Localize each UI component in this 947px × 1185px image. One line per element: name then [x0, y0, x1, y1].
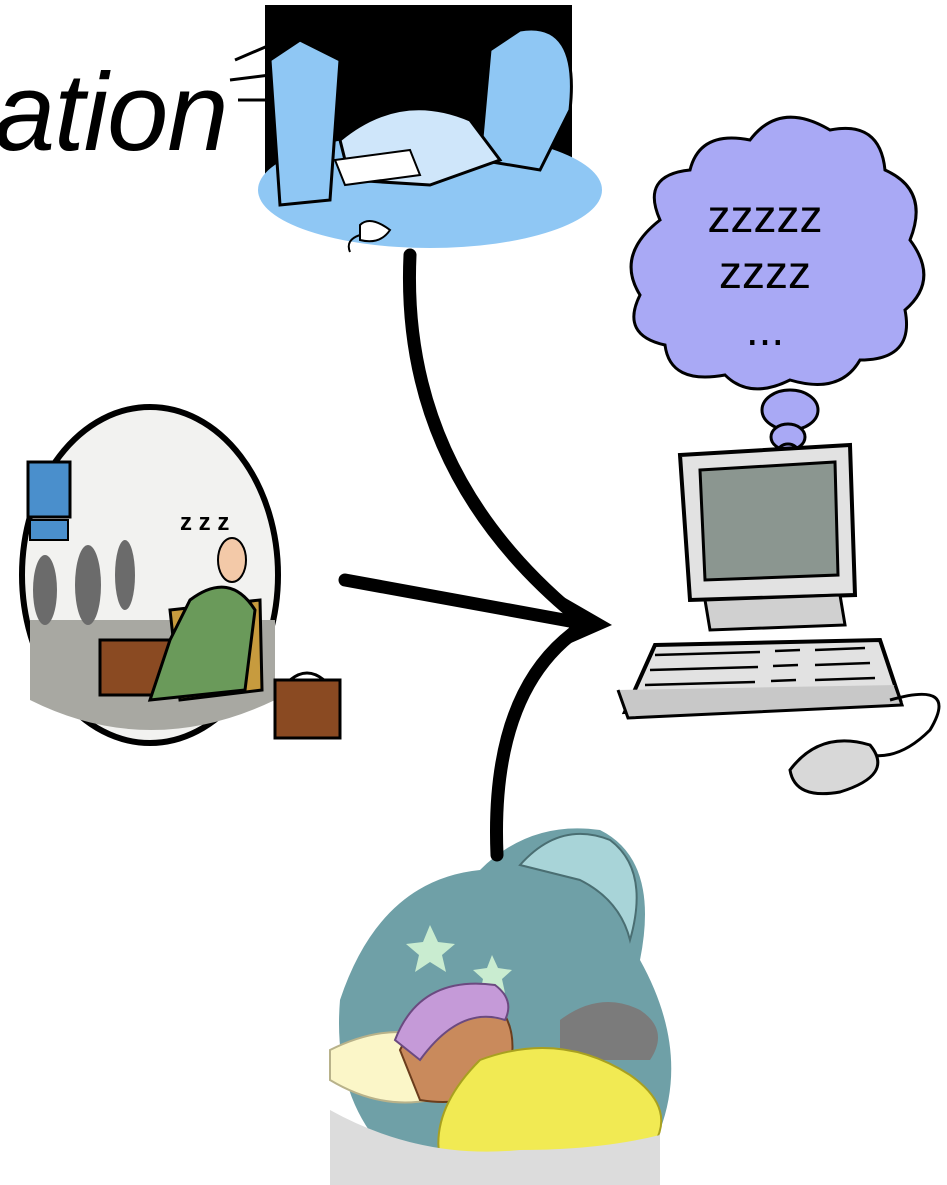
keyboard-shape — [333, 148, 422, 187]
keyboard-front-edge — [616, 684, 905, 720]
arrow-from-bed-sleeper — [490, 621, 587, 862]
arrow-from-office-sleeper — [402, 248, 582, 622]
mouse-shape — [359, 220, 392, 243]
motion-lines — [229, 43, 271, 102]
moon-shape — [518, 832, 638, 944]
passenger-silhouettes — [33, 540, 135, 625]
monitor-shape — [268, 38, 342, 207]
star-icon — [406, 925, 455, 972]
keyboard-keys — [644, 646, 876, 687]
cloud-body — [629, 115, 926, 391]
computer-mouse — [788, 739, 880, 796]
arrowhead-icon — [555, 595, 612, 650]
computer-clipart — [616, 442, 941, 796]
blanket — [330, 1110, 660, 1185]
sleeping-man-head — [217, 537, 247, 583]
arrow-from-waiting-room-sleeper — [338, 573, 582, 629]
sleeping-in-waiting-room-clipart: z z z — [19, 404, 342, 746]
chair-back — [478, 27, 573, 172]
cloud-line-2: zzzz — [719, 246, 811, 298]
grey-cloud — [560, 1002, 658, 1060]
mouse-cable — [869, 692, 941, 758]
monitor-base — [703, 593, 847, 632]
thought-cloud: zzzzz zzzz ... — [629, 115, 926, 462]
sleeping-man-body — [147, 585, 257, 702]
slide-title-fragment: ation — [0, 51, 229, 174]
monitor-screen-icon — [698, 460, 840, 582]
cloud-line-1: zzzzz — [708, 190, 823, 242]
suitcase-right — [273, 678, 342, 740]
sleeping-at-desk-clipart — [229, 5, 602, 253]
arrows-group — [338, 248, 612, 862]
mouse-cord — [347, 234, 361, 253]
night-cap — [393, 982, 510, 1062]
pajamas — [437, 1047, 663, 1162]
suitcase-handle — [289, 671, 325, 682]
cloud-line-3: ... — [746, 303, 784, 355]
wall-speaker — [26, 460, 72, 519]
gate-sign — [29, 519, 69, 541]
z-letters-icon: z z z — [180, 509, 229, 536]
sleeping-in-bed-clipart — [329, 828, 672, 1185]
